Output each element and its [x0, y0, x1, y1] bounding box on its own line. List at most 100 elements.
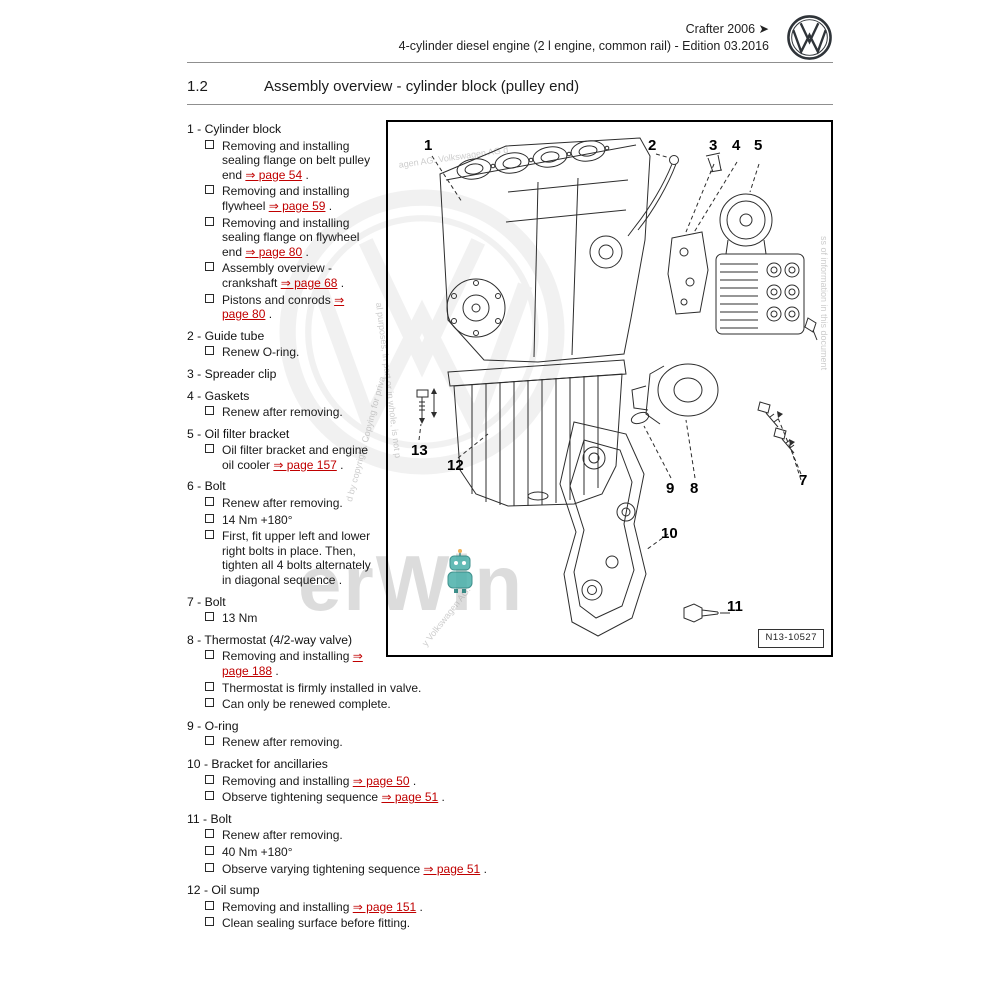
- checkbox-icon: [205, 612, 214, 622]
- figure-callout-12: 12: [447, 457, 464, 474]
- note-text: Renew after removing.: [222, 735, 343, 750]
- section-title: Assembly overview - cylinder block (pull…: [264, 78, 580, 95]
- part-label: 9 - O-ring: [187, 718, 239, 733]
- note-text: .: [265, 307, 273, 322]
- part-note: Renew after removing.: [187, 405, 833, 420]
- note-text: .: [409, 773, 417, 788]
- part-note: Can only be renewed complete.: [187, 697, 833, 712]
- part-note: Removing and installing sealing flange o…: [187, 216, 833, 260]
- checkbox-icon: [205, 681, 214, 691]
- part-note: Renew after removing.: [187, 828, 833, 843]
- figure-callout-13: 13: [411, 442, 428, 459]
- part-note: 14 Nm +180°: [187, 513, 833, 528]
- part-note: Oil filter bracket and engine oil cooler…: [187, 443, 833, 472]
- checkbox-icon: [205, 774, 214, 784]
- note-text: 13 Nm: [222, 611, 258, 626]
- part-note: Renew O-ring.: [187, 345, 833, 360]
- part-label: 1 - Cylinder block: [187, 122, 282, 136]
- page-link[interactable]: ⇒ page 188: [222, 649, 363, 678]
- page-link[interactable]: ⇒ page 50: [352, 773, 410, 788]
- note-text: .: [438, 790, 445, 805]
- checkbox-icon: [205, 736, 214, 746]
- note-text: .: [302, 167, 309, 182]
- part-note: Assembly overview - crankshaft ⇒ page 68…: [187, 261, 833, 290]
- part-note: Removing and installing sealing flange o…: [187, 139, 833, 183]
- note-text: .: [272, 664, 279, 678]
- note-text: .: [302, 244, 309, 259]
- note-text: Pistons and conrods: [222, 292, 335, 307]
- figure-callout-5: 5: [754, 137, 763, 154]
- part-note: Pistons and conrods ⇒ page 80 .: [187, 293, 833, 322]
- page-link[interactable]: ⇒ page 151: [352, 899, 417, 914]
- part-note: Removing and installing ⇒ page 188 .: [187, 649, 833, 678]
- checkbox-icon: [205, 406, 214, 416]
- note-text: Clean sealing surface before fitting.: [222, 916, 411, 931]
- page-link[interactable]: ⇒ page 68: [280, 275, 338, 290]
- part-label: 12 - Oil sump: [187, 883, 260, 898]
- document-line: 4-cylinder diesel engine (2 l engine, co…: [398, 39, 769, 53]
- page-link[interactable]: ⇒ page 51: [381, 790, 439, 805]
- page-link[interactable]: ⇒ page 80: [222, 292, 345, 322]
- part-note: Observe varying tightening sequence ⇒ pa…: [187, 862, 833, 877]
- part-label: 11 - Bolt: [187, 811, 232, 826]
- note-text: Removing and installing: [222, 649, 353, 664]
- note-text: Can only be renewed complete.: [222, 697, 391, 712]
- note-text: .: [416, 899, 423, 914]
- part-label: 5 - Oil filter bracket: [187, 426, 290, 441]
- figure-callout-2: 2: [648, 137, 657, 154]
- checkbox-icon: [205, 293, 214, 303]
- checkbox-icon: [205, 444, 214, 454]
- page-link[interactable]: ⇒ page 51: [423, 861, 481, 876]
- note-text: Removing and installing: [222, 773, 353, 788]
- note-text: First, fit upper left and lower right bo…: [222, 529, 371, 588]
- part-note: First, fit upper left and lower right bo…: [187, 529, 833, 587]
- note-text: .: [336, 457, 344, 472]
- part-note: Removing and installing ⇒ page 151 .: [187, 900, 833, 915]
- part-note: Removing and installing ⇒ page 50 .: [187, 774, 833, 789]
- checkbox-icon: [205, 698, 214, 708]
- checkbox-icon: [205, 917, 214, 927]
- page-link[interactable]: ⇒ page 157: [273, 457, 337, 472]
- figure-number: N13-10527: [758, 629, 824, 648]
- section-number: 1.2: [187, 78, 208, 95]
- part-label: 10 - Bracket for ancillaries: [187, 756, 328, 771]
- model-line: Crafter 2006 ➤: [685, 22, 769, 36]
- note-text: Removing and installing sealing flange o…: [222, 138, 371, 182]
- part-label: 8 - Thermostat (4/2-way valve): [187, 632, 353, 647]
- note-text: Observe varying tightening sequence: [222, 861, 424, 876]
- note-text: Removing and installing flywheel: [222, 184, 350, 213]
- note-text: Removing and installing: [222, 899, 353, 914]
- figure-callout-9: 9: [666, 480, 675, 497]
- note-text: Thermostat is firmly installed in valve.: [222, 680, 422, 695]
- checkbox-icon: [205, 139, 214, 149]
- part-note: 40 Nm +180°: [187, 845, 833, 860]
- note-text: Renew after removing.: [222, 405, 343, 420]
- checkbox-icon: [205, 346, 214, 356]
- checkbox-icon: [205, 497, 214, 507]
- note-text: .: [325, 198, 333, 213]
- checkbox-icon: [205, 900, 214, 910]
- part-label: 7 - Bolt: [187, 594, 226, 609]
- checkbox-icon: [205, 829, 214, 839]
- page-link[interactable]: ⇒ page 59: [268, 198, 326, 213]
- engine-exploded-diagram: [416, 137, 818, 637]
- figure-callout-4: 4: [732, 137, 741, 154]
- note-text: .: [337, 275, 345, 290]
- checkbox-icon: [205, 185, 214, 195]
- checkbox-icon: [205, 262, 214, 272]
- note-text: Observe tightening sequence: [222, 790, 382, 805]
- note-text: Assembly overview - crankshaft: [222, 261, 333, 290]
- part-note: Clean sealing surface before fitting.: [187, 916, 833, 931]
- checkbox-icon: [205, 862, 214, 872]
- note-text: Renew after removing.: [222, 496, 343, 511]
- page-link[interactable]: ⇒ page 54: [245, 167, 303, 182]
- part-note: Observe tightening sequence ⇒ page 51 .: [187, 790, 833, 805]
- part-label: 6 - Bolt: [187, 479, 226, 494]
- figure-callout-11: 11: [727, 598, 743, 615]
- page-link[interactable]: ⇒ page 80: [245, 244, 303, 259]
- note-text: Renew after removing.: [222, 828, 343, 843]
- checkbox-icon: [205, 530, 214, 540]
- figure-callout-10: 10: [661, 525, 678, 542]
